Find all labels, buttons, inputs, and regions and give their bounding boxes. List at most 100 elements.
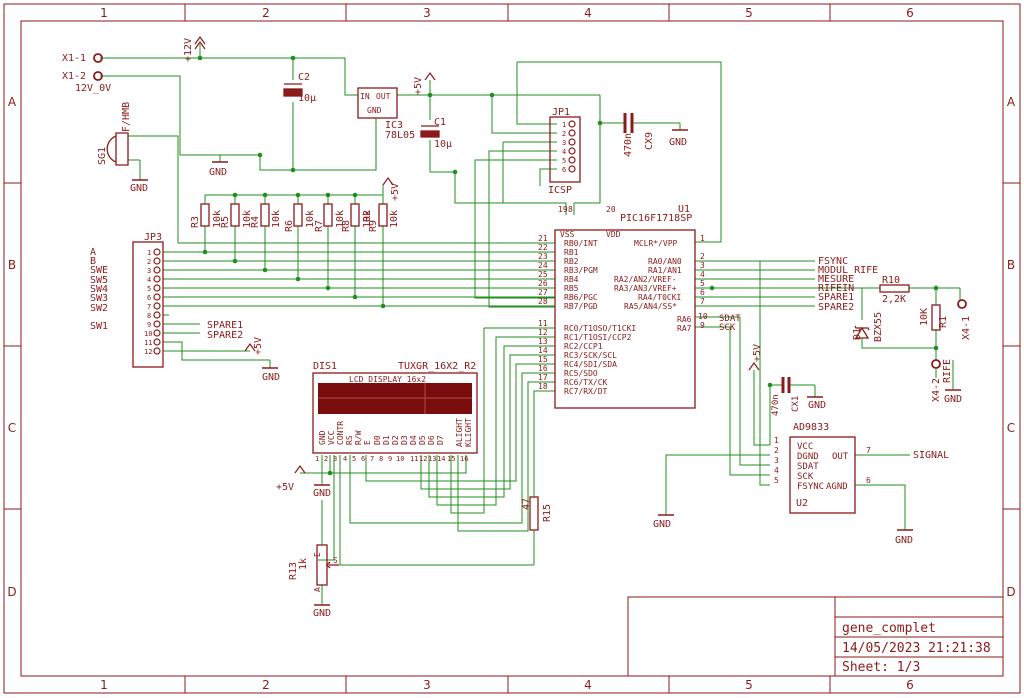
lcd-pin-names: GND VCC CONTR RS R/W E D0 D1 D2 D3 D4 D5… <box>318 418 473 447</box>
gnd-u2-dgnd: GND <box>653 519 671 530</box>
r13-end-a: A <box>313 587 322 592</box>
title-datetime: 14/05/2023 21:21:38 <box>842 641 991 656</box>
lcd-pin-num: 11 <box>410 455 418 463</box>
gnd-jp3: GND <box>262 372 280 383</box>
u1-rc-pins: 11 RC0/T1OSO/T1CKI 12 RC1/T1OSI/CCP2 13 … <box>538 319 636 396</box>
u1-pin-name: RB5 <box>564 284 579 293</box>
x1-2-label: X1-2 <box>62 71 86 82</box>
jp3-net: SW3 <box>90 293 108 304</box>
r9-value: 10k <box>389 210 400 228</box>
lcd-pin-num: 7 <box>370 455 374 463</box>
u2-pin-name: OUT <box>832 452 849 462</box>
r8-label: R8 <box>341 220 352 232</box>
u1-label: U1 <box>678 204 690 215</box>
u2-value: AD9833 <box>793 422 829 433</box>
wires <box>100 44 961 605</box>
r13-value: 1k <box>298 558 309 570</box>
row-label: D <box>1006 585 1015 599</box>
u2-pin-name: DGND <box>797 452 819 462</box>
u2-labels: AD9833 U2 1 VCC 2 DGND 3 SDAT 4 SCK 5 FS… <box>653 344 949 546</box>
lcd-pin-name: RS <box>345 435 354 445</box>
gnd-lcd: GND <box>313 488 331 499</box>
r4-label: R4 <box>250 216 261 228</box>
u1-pin-name: RB2 <box>564 257 579 266</box>
lcd-pin-nums: 1 2 3 4 5 6 7 8 9 10 11 12 13 14 15 16 <box>315 455 468 463</box>
row-label: B <box>8 258 16 272</box>
lcd-pin-name: KLIGHT <box>464 418 473 447</box>
lcd-pin-name: ALIGHT <box>455 418 464 447</box>
jp3-net: SW4 <box>90 284 108 295</box>
col-label: 1 <box>100 6 108 20</box>
jp1-pin: 2 <box>562 130 566 138</box>
dis1-labels: DIS1 TUXGR_16X2_R2 LCD DISPLAY 16x2 <box>313 361 476 384</box>
lcd-pin-name: D1 <box>382 435 391 445</box>
u1-pin-num: 28 <box>538 297 548 306</box>
lcd-pin-num: 12 <box>419 455 427 463</box>
r5-value: 10k <box>242 210 253 228</box>
u1-pin-name: RA4/T0CKI <box>638 293 682 302</box>
jp3-net: SW5 <box>90 275 108 286</box>
jp3-net: SW1 <box>90 321 108 332</box>
u1-pin-name: MCLR*/VPP <box>634 239 678 248</box>
gnd-cx9: GND <box>669 137 687 148</box>
u1-pin-name: RB1 <box>564 248 579 257</box>
jp3-net: B <box>90 256 96 267</box>
u1-pin-name: RC0/T1OSO/T1CKI <box>564 324 636 333</box>
u2-pin-num: 5 <box>774 476 779 485</box>
u1-pin-num: 18 <box>538 382 548 391</box>
col-label: 4 <box>584 6 592 20</box>
u2-pin-name: VCC <box>797 442 813 452</box>
u2-pin-name: AGND <box>826 482 848 492</box>
u1-vdd: VDD <box>606 230 621 239</box>
jp3-net: SW2 <box>90 303 108 314</box>
r13-label: R13 <box>288 562 299 580</box>
r3-value: 10k <box>212 210 223 228</box>
lcd-pin-num: 1 <box>315 455 319 463</box>
u1-pin-num: 27 <box>538 288 548 297</box>
r15-value: 47 <box>521 498 532 510</box>
cx1-value: 470n <box>771 394 781 416</box>
u1-pin-num: 22 <box>538 243 548 252</box>
u1-pin-name: RA2/AN2/VREF- <box>614 275 677 284</box>
u1-pin-name: RC3/SCK/SCL <box>564 351 617 360</box>
col-label: 4 <box>584 678 592 692</box>
component-symbols <box>93 53 967 586</box>
jp3-label: JP3 <box>144 232 162 243</box>
r6-label: R6 <box>284 220 295 232</box>
u1-pin-name: RC4/SDI/SDA <box>564 360 617 369</box>
net-labels: FSYNC MODUL_RIFE MESURE RIFEIN SPARE1 SP… <box>719 256 972 405</box>
x4-2-label: X4-2 <box>931 378 942 402</box>
c2-label: C2 <box>298 72 310 83</box>
jp3-pin: 12 <box>144 348 152 356</box>
jp1-pin: 5 <box>562 157 566 165</box>
u2-pin-name: FSYNC <box>797 482 824 492</box>
lcd-pin-name: D7 <box>436 435 445 445</box>
u1-pin-name: RB4 <box>564 275 579 284</box>
spare2-right: SPARE2 <box>818 302 854 313</box>
p5v-pullup: +5V <box>390 183 401 201</box>
u1-pin-num: 26 <box>538 279 548 288</box>
net-rifein: RIFEIN <box>818 283 854 294</box>
col-label: 6 <box>906 678 914 692</box>
cx9-label: CX9 <box>644 132 655 150</box>
net-sdat: SDAT <box>719 314 741 324</box>
u2-pin-num: 6 <box>866 476 871 485</box>
dis1-value: TUXGR_16X2_R2 <box>398 361 476 372</box>
u1-pin-num: 14 <box>538 346 548 355</box>
lcd-pin-name: CONTR <box>336 421 345 445</box>
u1-pin-num: 6 <box>700 288 705 297</box>
title-name: gene_complet <box>842 621 936 636</box>
u1-pin-num: 16 <box>538 364 548 373</box>
u1-ra-pins: MCLR*/VPP 1 RA0/AN0 2 RA1/AN1 3 RA2/AN2/… <box>614 234 708 333</box>
frame-column-labels: 1 2 3 4 5 6 1 2 3 4 5 6 <box>100 6 914 692</box>
lcd-pin-num: 8 <box>379 455 383 463</box>
u1-pin-num: 17 <box>538 373 548 382</box>
u1-pin-name: RC2/CCP1 <box>564 342 603 351</box>
lcd-pin-num: 6 <box>361 455 365 463</box>
p5v-label: +5V <box>413 77 424 95</box>
jp3-net: A <box>90 247 96 258</box>
ic3-label: IC3 <box>385 120 403 131</box>
jp3-pin: 10 <box>144 330 152 338</box>
r5-label: R5 <box>220 216 231 228</box>
lcd-pin-name: VCC <box>327 430 336 445</box>
